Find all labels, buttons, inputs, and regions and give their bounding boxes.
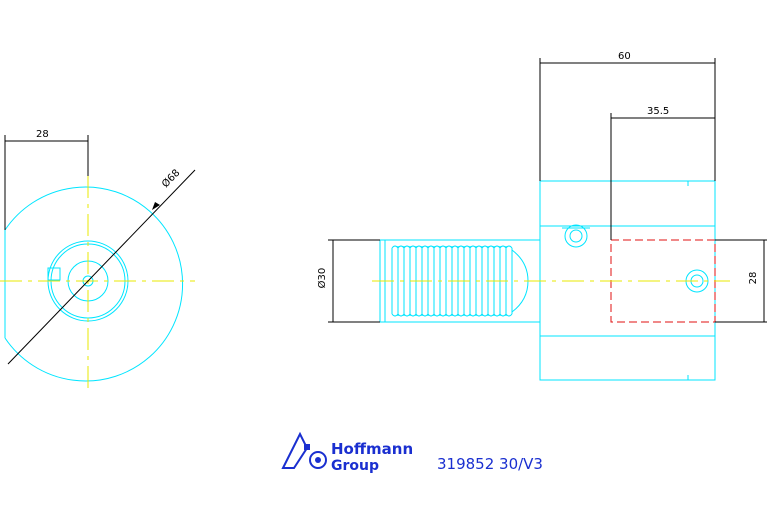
part-number: 319852 30/V3 bbox=[437, 455, 543, 473]
brand-name-line2: Group bbox=[331, 458, 379, 474]
side-screw-top-inner bbox=[569, 229, 583, 243]
brand-logo-mark-icon bbox=[281, 431, 309, 469]
front-outer-circle bbox=[4, 186, 183, 382]
brand-logo-gear-center bbox=[315, 457, 321, 463]
side-height-label: 28 bbox=[748, 272, 759, 285]
front-diameter-leader bbox=[7, 169, 196, 365]
front-diameter-arrow bbox=[152, 202, 160, 210]
front-width-label: 28 bbox=[36, 129, 49, 140]
side-shank-diameter-label: Ø30 bbox=[316, 268, 328, 289]
brand-logo: Hoffmann Group bbox=[281, 431, 413, 474]
front-key-notch bbox=[47, 267, 61, 281]
front-view bbox=[0, 135, 196, 388]
side-total-length-label: 60 bbox=[618, 51, 631, 62]
side-hidden-pocket bbox=[610, 239, 716, 323]
brand-logo-square bbox=[304, 444, 310, 450]
brand-name-line1: Hoffmann bbox=[331, 440, 413, 458]
side-screw-top bbox=[564, 224, 588, 248]
brand-logo-gear-icon bbox=[309, 451, 327, 469]
side-partial-length-label: 35.5 bbox=[647, 106, 669, 117]
side-view bbox=[328, 58, 767, 381]
